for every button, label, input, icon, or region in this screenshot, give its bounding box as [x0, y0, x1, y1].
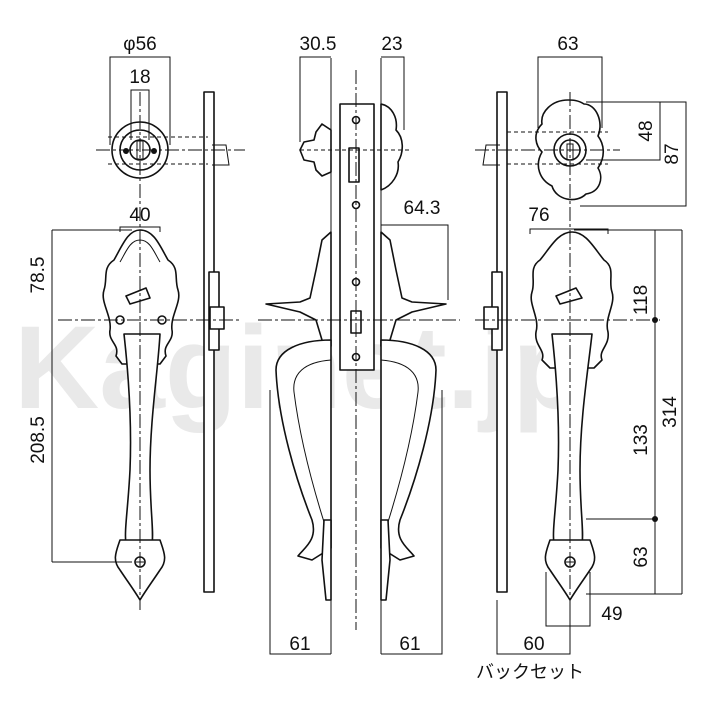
side-view: 30.5 23 64.3 61 61: [258, 34, 460, 655]
deadbolt-front: [212, 144, 230, 166]
thumb-latch-back: [555, 287, 583, 305]
dim-handle-top-width: 40: [129, 205, 150, 226]
latch-bolt-back: [483, 306, 499, 330]
dim-top-to-spindle: 78.5: [28, 257, 49, 294]
dim-lever-projection: 64.3: [404, 198, 441, 219]
dim-overall-length: 314: [660, 396, 681, 428]
dim-diameter: φ56: [123, 34, 156, 55]
dim-back-top-width: 76: [528, 205, 549, 226]
dim-side-depth-right: 61: [399, 634, 420, 655]
side-escutcheon-back: [380, 103, 404, 191]
backset-caption: バックセット: [476, 662, 584, 683]
dim-bottom-width: 49: [601, 604, 622, 625]
dim-back-cylinder-height: 48: [636, 120, 657, 141]
side-grip-right: [380, 339, 437, 561]
deadbolt-back: [482, 144, 500, 166]
dim-side-depth-left: 61: [289, 634, 310, 655]
dim-lower-screw-to-bottom: 63: [631, 546, 652, 567]
dim-spindle-to-lower-screw: 133: [631, 424, 652, 456]
front-view: φ56 18 40 78.5 208.5: [28, 34, 245, 610]
front-grip: [123, 333, 161, 546]
dim-spindle-to-bottom: 208.5: [28, 416, 49, 464]
dim-side-projection: 30.5: [300, 34, 337, 55]
dim-side-width: 23: [381, 34, 402, 55]
latch-bolt-front: [209, 306, 225, 330]
dim-back-top-to-spindle: 118: [631, 285, 652, 315]
side-grip-left: [275, 339, 332, 561]
dim-cylinder-front: 18: [129, 67, 150, 88]
back-grip: [551, 333, 593, 546]
dim-back-width: 63: [557, 34, 578, 55]
back-view: 63 48 87 76 118 133 63 314 49 60 バックセット: [475, 34, 687, 683]
thumb-latch-front: [125, 287, 151, 305]
dim-backset: 60: [523, 634, 544, 655]
dim-back-escutcheon-height: 87: [662, 143, 683, 164]
